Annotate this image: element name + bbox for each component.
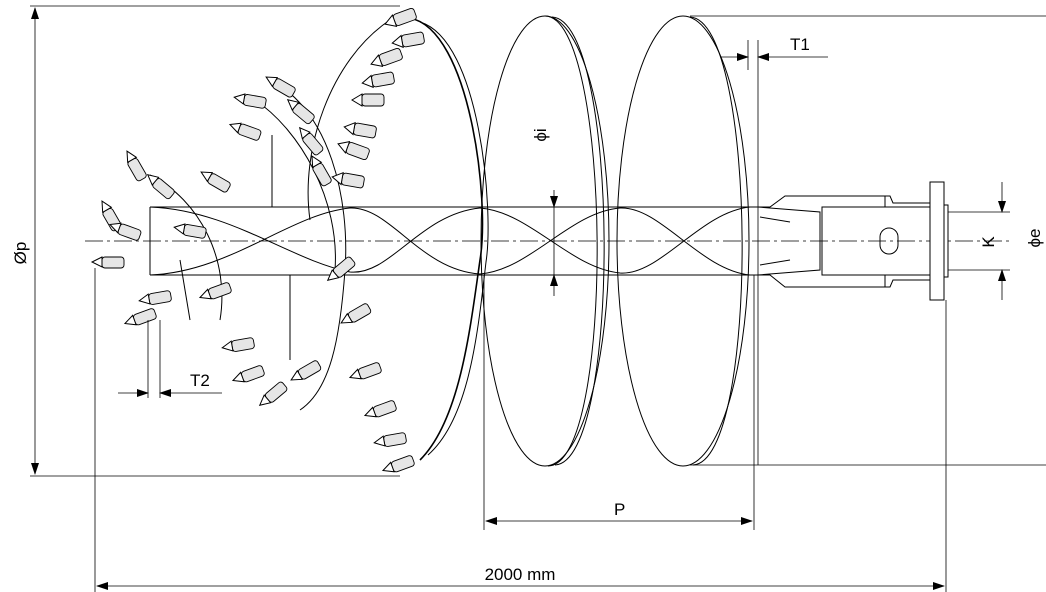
auger-flight-2 bbox=[616, 15, 750, 467]
label-diameter-e: ϕe bbox=[1025, 229, 1044, 248]
auger-shaft bbox=[149, 206, 751, 276]
kelly-box-connector bbox=[750, 181, 949, 301]
cutting-teeth bbox=[90, 7, 425, 473]
dimension-k: K bbox=[948, 182, 1010, 300]
auger-flight-1 bbox=[480, 15, 610, 467]
label-k: K bbox=[979, 236, 998, 248]
auger-lead-flight bbox=[149, 17, 489, 461]
label-diameter-p: Øp bbox=[11, 242, 30, 265]
dimension-diameter-i: ϕi bbox=[531, 128, 558, 296]
label-pitch: P bbox=[614, 500, 625, 519]
dimension-t2: T2 bbox=[118, 320, 222, 398]
label-diameter-i: ϕi bbox=[531, 128, 550, 141]
dimension-pitch: P bbox=[483, 275, 755, 530]
dimension-diameter-e: ϕe bbox=[690, 15, 1046, 466]
dimension-t1: T1 bbox=[720, 35, 828, 465]
dimension-total-length: 2000 mm bbox=[94, 268, 947, 592]
label-t1: T1 bbox=[790, 35, 810, 54]
label-t2: T2 bbox=[190, 371, 210, 390]
dimension-diameter-p: Øp bbox=[11, 5, 400, 477]
label-total-length: 2000 mm bbox=[485, 565, 556, 584]
